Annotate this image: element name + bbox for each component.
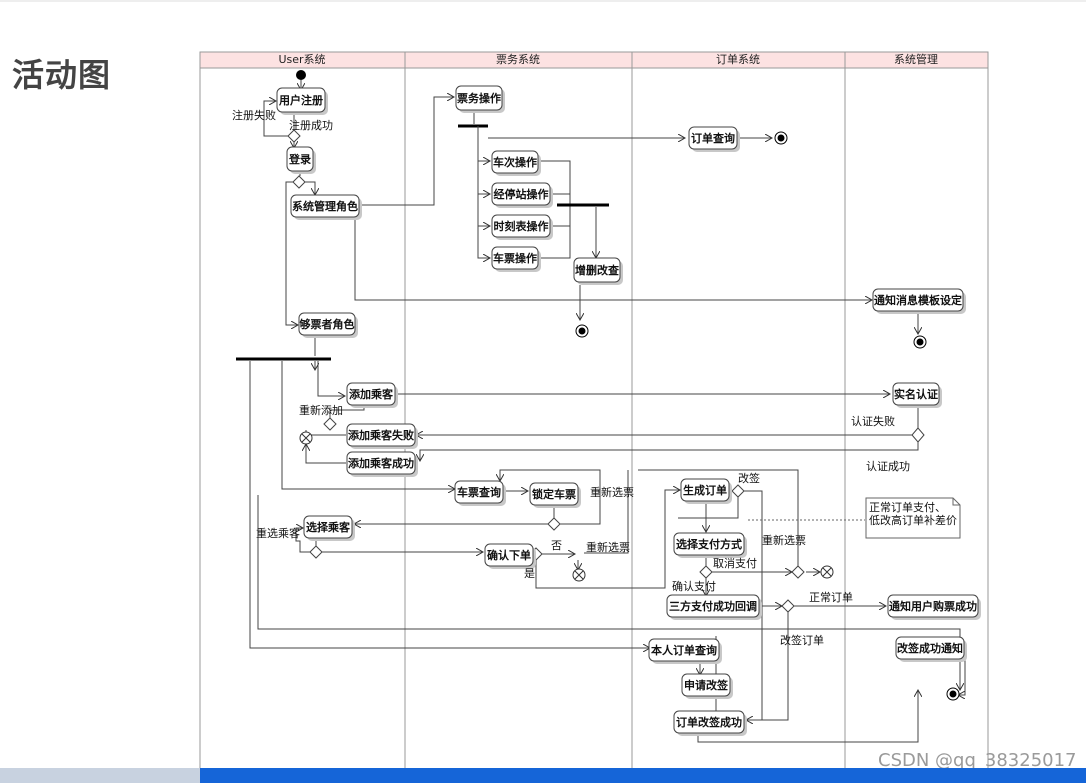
- lane-title-order: 订单系统: [716, 53, 760, 66]
- label-change-order: 改签订单: [780, 633, 824, 647]
- label-no: 否: [551, 539, 562, 552]
- svg-text:三方支付成功回调: 三方支付成功回调: [669, 599, 757, 613]
- edge-labels: 注册失败 注册成功 重新添加 认证失败 认证成功 重新选票 重选乘客 否 是 重…: [232, 108, 910, 647]
- initial-node: [296, 70, 306, 80]
- svg-text:添加乘客: 添加乘客: [349, 387, 394, 401]
- svg-text:订单改签成功: 订单改签成功: [676, 715, 742, 729]
- label-confirm-pay: 确认支付: [672, 580, 716, 593]
- node-schedule-ops: 时刻表操作: [491, 214, 553, 240]
- svg-text:车票操作: 车票操作: [493, 251, 537, 265]
- final-node-crud: [575, 324, 589, 338]
- node-apply-change: 申请改签: [681, 673, 733, 699]
- label-yes: 是: [524, 567, 535, 580]
- node-ticket-item-ops: 车票操作: [491, 246, 541, 272]
- bottom-bar-left-segment: [0, 768, 200, 783]
- svg-text:选择乘客: 选择乘客: [306, 520, 351, 534]
- label-normal-order: 正常订单: [809, 591, 853, 604]
- node-buyer-role: 够票者角色: [298, 312, 358, 338]
- node-confirm-order: 确认下单: [484, 543, 536, 569]
- node-create-order: 生成订单: [680, 478, 732, 504]
- label-register-success: 注册成功: [289, 118, 333, 132]
- node-add-passenger: 添加乘客: [346, 382, 398, 408]
- final-node-notify-template: [913, 335, 927, 349]
- node-add-passenger-success: 添加乘客成功: [346, 451, 418, 477]
- lane-title-user: User系统: [278, 53, 325, 66]
- svg-text:申请改签: 申请改签: [684, 678, 729, 692]
- node-ticket-query: 车票查询: [454, 480, 506, 506]
- label-auth-fail: 认证失败: [851, 414, 895, 428]
- final-node-change-notify: [946, 687, 960, 701]
- svg-text:车票查询: 车票查询: [457, 485, 501, 499]
- node-order-query: 订单查询: [688, 126, 740, 152]
- node-station-ops: 经停站操作: [491, 182, 553, 208]
- label-auth-success: 认证成功: [866, 460, 910, 473]
- node-login: 登录: [286, 146, 316, 174]
- svg-text:添加乘客失败: 添加乘客失败: [348, 428, 414, 442]
- label-reselect-passenger: 重选乘客: [256, 526, 300, 540]
- node-my-order-query: 本人订单查询: [648, 638, 722, 664]
- bottom-bar: [0, 768, 1086, 783]
- svg-text:系统管理角色: 系统管理角色: [292, 199, 358, 213]
- svg-text:增删改查: 增删改查: [575, 263, 619, 277]
- label-cancel-pay: 取消支付: [713, 556, 757, 570]
- node-notify-user: 通知用户购票成功: [887, 594, 981, 620]
- svg-text:通知消息模板设定: 通知消息模板设定: [874, 293, 962, 307]
- label-change: 改签: [738, 471, 760, 485]
- top-divider: [0, 0, 1086, 2]
- svg-text:票务操作: 票务操作: [457, 91, 501, 105]
- node-add-passenger-fail: 添加乘客失败: [346, 423, 418, 449]
- node-change-notify: 改签成功通知: [895, 636, 967, 662]
- node-train-ops: 车次操作: [491, 150, 541, 176]
- lane-title-ticket: 票务系统: [496, 53, 540, 66]
- node-real-name: 实名认证: [892, 382, 942, 408]
- note-box: 正常订单支付、 低改高订单补差价: [865, 497, 961, 539]
- node-select-pay: 选择支付方式: [673, 532, 747, 558]
- svg-text:确认下单: 确认下单: [487, 548, 531, 562]
- edges: [236, 80, 966, 743]
- svg-text:添加乘客成功: 添加乘客成功: [348, 456, 414, 470]
- svg-text:订单查询: 订单查询: [691, 131, 735, 145]
- watermark: CSDN @qq_38325017: [878, 750, 1077, 771]
- svg-text:通知用户购票成功: 通知用户购票成功: [889, 599, 977, 613]
- node-ticket-ops: 票务操作: [455, 85, 505, 113]
- note-line-1: 正常订单支付、: [869, 501, 946, 514]
- svg-text:生成订单: 生成订单: [683, 483, 727, 497]
- node-user-register: 用户注册: [276, 87, 328, 115]
- page-title: 活动图: [12, 56, 112, 94]
- svg-text:时刻表操作: 时刻表操作: [494, 219, 549, 233]
- lane-title-admin: 系统管理: [894, 52, 938, 66]
- svg-text:改签成功通知: 改签成功通知: [897, 641, 963, 655]
- label-reselect-ticket-1: 重新选票: [590, 485, 634, 499]
- node-admin-role: 系统管理角色: [290, 194, 362, 220]
- svg-text:选择支付方式: 选择支付方式: [676, 537, 742, 551]
- final-node-order-query: [774, 131, 788, 145]
- svg-text:经停站操作: 经停站操作: [494, 187, 549, 201]
- label-register-fail: 注册失败: [232, 108, 276, 122]
- svg-text:用户注册: 用户注册: [279, 93, 323, 107]
- svg-text:锁定车票: 锁定车票: [532, 487, 576, 501]
- node-select-passenger: 选择乘客: [303, 515, 355, 541]
- svg-text:车次操作: 车次操作: [493, 155, 537, 169]
- label-reselect-ticket-2: 重新选票: [586, 540, 630, 554]
- note-line-2: 低改高订单补差价: [869, 513, 957, 527]
- node-crud: 增删改查: [573, 257, 623, 285]
- label-reselect-ticket-3: 重新选票: [762, 533, 806, 547]
- svg-text:本人订单查询: 本人订单查询: [651, 643, 717, 657]
- node-lock-ticket: 锁定车票: [529, 482, 581, 508]
- node-change-success: 订单改签成功: [673, 710, 747, 736]
- swimlanes: User系统 票务系统 订单系统 系统管理: [199, 51, 989, 768]
- label-re-add: 重新添加: [299, 403, 343, 417]
- flow-final-pay: [820, 565, 834, 579]
- svg-text:够票者角色: 够票者角色: [299, 317, 355, 331]
- flow-final-confirm: [572, 568, 586, 582]
- node-notify-template: 通知消息模板设定: [872, 288, 966, 314]
- svg-text:实名认证: 实名认证: [894, 387, 938, 401]
- svg-text:登录: 登录: [288, 152, 311, 166]
- flow-final-add: [299, 431, 313, 445]
- node-third-pay-callback: 三方支付成功回调: [666, 594, 762, 620]
